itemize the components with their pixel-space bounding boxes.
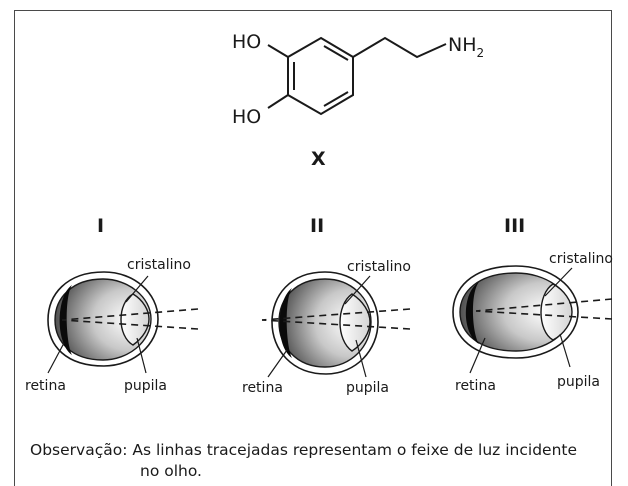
hydroxyl-top-label: HO (232, 31, 261, 53)
eye-2-light-rays (261, 308, 411, 330)
eye-1-retina-label: retina (25, 378, 66, 394)
observation-note: Observação: As linhas tracejadas represe… (30, 440, 610, 482)
eye-2: II cristalino retina pupila (242, 215, 411, 396)
benzene-ring (287, 36, 354, 116)
ethyl-chain (352, 36, 447, 59)
eye-1: I cristalino retina pupila (25, 215, 199, 394)
eye-2-pupila-label: pupila (346, 380, 389, 396)
dopamine-structure (267, 36, 447, 116)
eye-2-numeral: II (310, 215, 324, 237)
observation-line-1: Observação: As linhas tracejadas represe… (30, 441, 578, 459)
molecule-label-x: X (311, 148, 326, 170)
eye-3-retina (465, 282, 479, 344)
figure-frame (14, 10, 612, 486)
eye-2-lens (339, 293, 371, 352)
observation-line-2: no olho. (140, 462, 202, 480)
amine-label: NH2 (448, 34, 484, 60)
eye-1-lens (120, 293, 150, 346)
eye-2-retina-label: retina (242, 380, 283, 396)
eye-1-light-rays (61, 308, 199, 330)
eye-3-pupila-label: pupila (557, 374, 600, 390)
hydroxyl-bottom-label: HO (232, 106, 261, 128)
eye-3-retina-label: retina (455, 378, 496, 394)
eye-3-numeral: III (504, 215, 525, 237)
eye-3-lens (540, 283, 573, 341)
eye-2-retina (279, 288, 292, 358)
eye-1-numeral: I (97, 215, 104, 237)
eye-2-cristalino-label: cristalino (347, 259, 411, 275)
eye-3-light-rays (475, 298, 613, 320)
eye-3-cristalino-label: cristalino (549, 251, 613, 267)
eye-3: III cristalino retina pupila (452, 215, 613, 394)
eye-1-pupila-label: pupila (124, 378, 167, 394)
eye-1-cristalino-label: cristalino (127, 257, 191, 273)
